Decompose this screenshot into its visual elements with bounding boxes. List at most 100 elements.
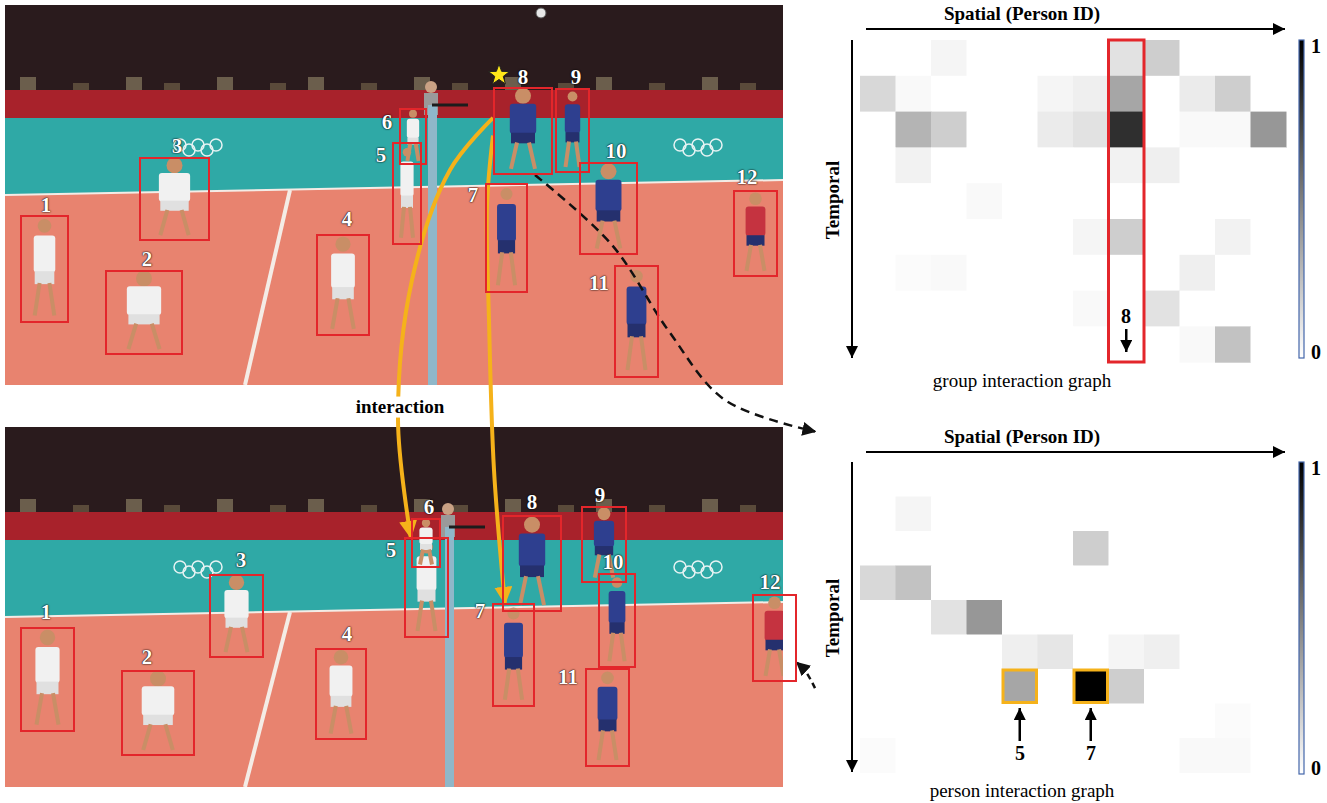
person-id-number: 7 xyxy=(468,183,479,208)
heatmap-cell xyxy=(1251,219,1287,255)
person-id-number: 2 xyxy=(142,645,153,670)
heatmap-cell xyxy=(1109,183,1145,219)
heatmap-cell xyxy=(1180,566,1216,601)
heatmap-cell xyxy=(1073,147,1109,183)
player-shorts xyxy=(226,618,248,628)
heatmap-cell xyxy=(967,497,1003,532)
graph-panel: Spatial (Person ID)Temporalgroup interac… xyxy=(815,0,1325,398)
net-post xyxy=(428,105,437,385)
heatmap-cell xyxy=(1109,291,1145,327)
player-leg xyxy=(621,633,625,662)
interaction-arrow xyxy=(398,118,493,537)
player-head xyxy=(601,163,617,179)
heatmap-cell xyxy=(1073,219,1109,255)
person-bounding-box: 7 xyxy=(492,603,535,707)
heatmap-cell xyxy=(1215,183,1251,219)
player-leg xyxy=(165,724,172,750)
person-bounding-box: 6 xyxy=(411,518,441,568)
heatmap-cell xyxy=(1215,112,1251,148)
player-shirt xyxy=(127,286,161,315)
heatmap-cell xyxy=(1144,497,1180,532)
edge-label: interaction xyxy=(353,397,448,418)
heatmap-cell xyxy=(1073,566,1109,601)
player-shorts xyxy=(609,622,624,633)
player-shirt xyxy=(330,665,353,696)
olympic-ring xyxy=(683,144,695,156)
heatmap-cell xyxy=(1073,669,1109,704)
player-head xyxy=(568,92,578,102)
heatmap-cell xyxy=(931,738,967,773)
player-shirt xyxy=(565,104,580,133)
heatmap-cell xyxy=(1144,635,1180,670)
person-bounding-box: 12 xyxy=(733,190,778,277)
dashed-connector xyxy=(535,175,815,431)
heatmap-cell xyxy=(1073,76,1109,112)
heatmap-cell xyxy=(1180,497,1216,532)
stands xyxy=(5,427,783,787)
heatmap-cell xyxy=(1109,147,1145,183)
axis-title: Spatial (Person ID) xyxy=(944,3,1100,25)
player-shirt xyxy=(35,647,59,683)
pointer-arrow xyxy=(1125,329,1128,352)
axis-title: Temporal xyxy=(822,161,844,239)
player-shorts xyxy=(420,544,432,550)
player-leg xyxy=(348,298,353,329)
olympic-ring xyxy=(183,144,195,156)
person-id-number: 9 xyxy=(571,65,582,90)
heatmap-cell xyxy=(931,600,967,635)
heatmap-cell xyxy=(896,531,932,566)
heatmap-cell xyxy=(1002,147,1038,183)
heatmap-cell xyxy=(1109,566,1145,601)
heatmap-cell xyxy=(1251,738,1287,773)
heatmap-cell xyxy=(1038,76,1074,112)
axis-title: Spatial (Person ID) xyxy=(944,426,1100,448)
heatmap-cell xyxy=(1215,147,1251,183)
graph-caption: person interaction graph xyxy=(930,780,1115,802)
heatmap-cell xyxy=(1144,738,1180,773)
person-id-number: 5 xyxy=(376,143,387,168)
player-shirt xyxy=(598,687,618,721)
spectator xyxy=(308,499,324,513)
player-shorts xyxy=(747,235,765,245)
heatmap-cell xyxy=(896,497,932,532)
player-head xyxy=(507,607,519,619)
heatmap-cell xyxy=(967,600,1003,635)
colorbar-tick: 1 xyxy=(1310,36,1322,57)
person-id-number: 4 xyxy=(342,622,353,647)
heatmap-cell xyxy=(1073,600,1109,635)
heatmap-cell xyxy=(931,531,967,566)
heatmap-cell xyxy=(860,76,896,112)
graph-panel: Spatial (Person ID)Temporalperson intera… xyxy=(815,420,1325,803)
heatmap-cell xyxy=(1109,462,1145,497)
court-line xyxy=(245,612,290,787)
heatmap-grid xyxy=(860,40,1287,363)
player-shorts xyxy=(418,590,436,602)
player-head xyxy=(500,188,512,200)
player-head xyxy=(601,672,614,685)
player-shorts xyxy=(401,196,413,208)
heatmap-cell xyxy=(967,326,1003,362)
player-leg xyxy=(518,669,522,700)
player-head xyxy=(150,671,166,687)
heatmap-cell xyxy=(1038,326,1074,362)
axis-arrow xyxy=(866,451,1285,453)
player-leg xyxy=(529,142,535,168)
olympic-ring xyxy=(201,566,213,578)
heatmap-cell xyxy=(1215,219,1251,255)
heatmap-cell xyxy=(896,76,932,112)
heatmap-cell xyxy=(1109,497,1145,532)
person-id-number: 4 xyxy=(342,207,353,232)
heatmap-cell xyxy=(860,219,896,255)
player-leg xyxy=(332,298,337,329)
person-bounding-box: 5 xyxy=(392,142,422,245)
heatmap-cell xyxy=(1180,669,1216,704)
player-shirt xyxy=(596,180,622,212)
person-bounding-box: 3 xyxy=(139,157,210,241)
heatmap-cell xyxy=(1002,219,1038,255)
heatmap-cell xyxy=(1109,531,1145,566)
heatmap-cell xyxy=(931,566,967,601)
player-shorts xyxy=(331,696,352,707)
heatmap-cell xyxy=(967,255,1003,291)
player-leg xyxy=(511,252,515,285)
heatmap-cell xyxy=(1002,183,1038,219)
